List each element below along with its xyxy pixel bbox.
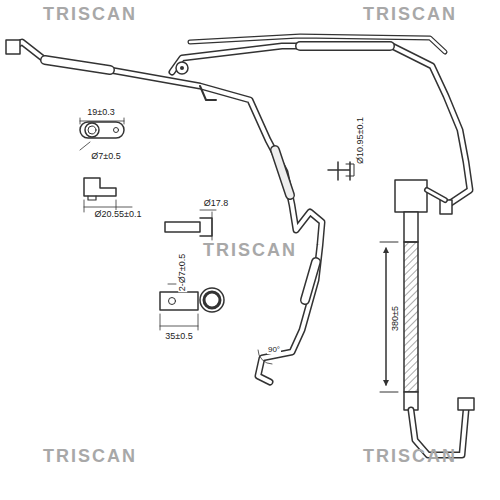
hose-outline — [12, 42, 322, 382]
dimension-label: 380±5 — [391, 305, 400, 332]
dimension-label: Ø17.8 — [203, 199, 230, 208]
dimension-label: 19±0.3 — [86, 108, 115, 117]
watermark: TRISCAN — [362, 447, 458, 465]
watermark: TRISCAN — [202, 241, 298, 259]
dimension-label: 2-Ø7±0.5 — [179, 252, 188, 291]
watermark: TRISCAN — [362, 5, 458, 23]
watermark: TRISCAN — [42, 5, 138, 23]
dimension-label: 90° — [267, 346, 281, 354]
dimension-label: 35±0.5 — [164, 332, 193, 341]
dimension-label: Ø7±0.5 — [90, 152, 121, 161]
dimension-label: Ø20.55±0.1 — [94, 210, 143, 219]
watermark: TRISCAN — [42, 447, 138, 465]
dimension-label: Ø10.95±0.1 — [355, 116, 364, 165]
